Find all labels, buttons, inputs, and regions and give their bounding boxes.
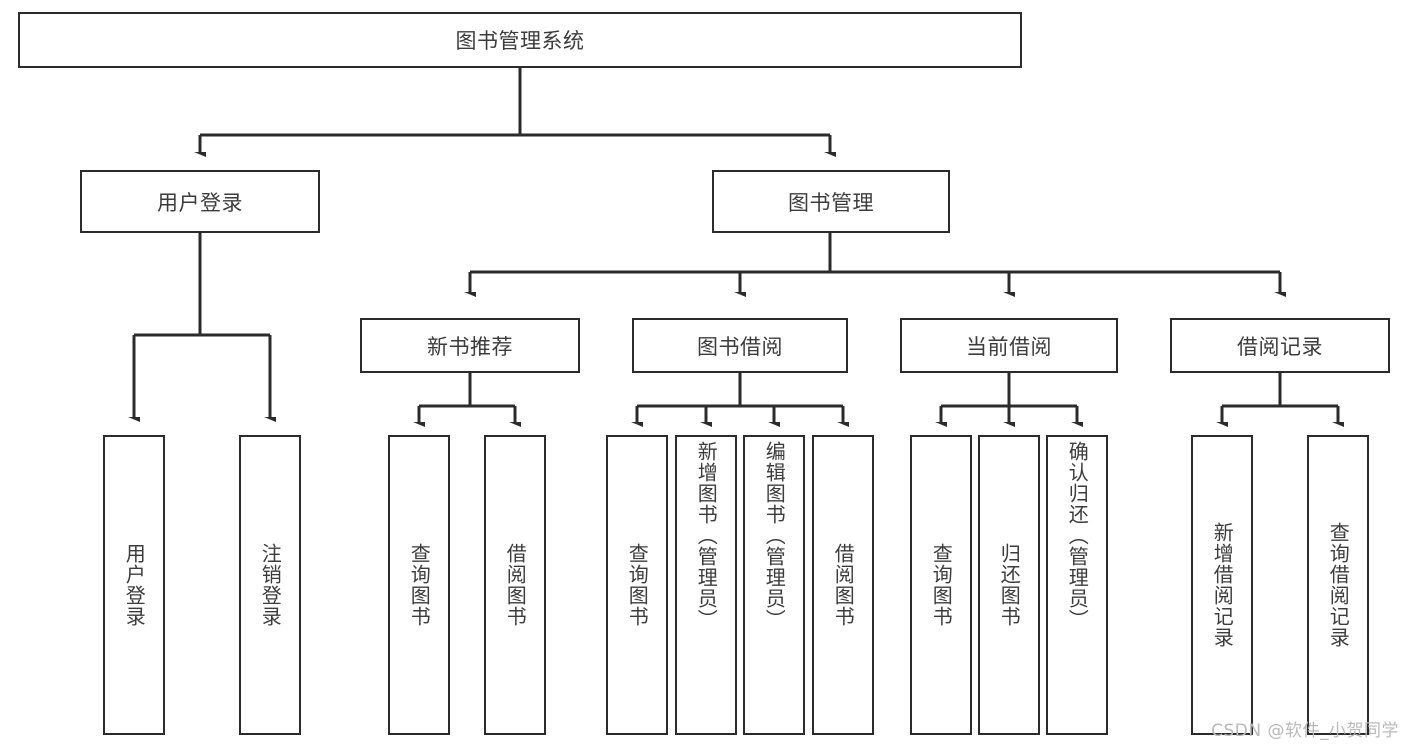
leaf-label-wrap: 借阅图书 <box>814 437 872 733</box>
leaf-label: 查询图书 <box>929 543 954 627</box>
leaf-label: 用户登录 <box>122 543 147 627</box>
leaf-user-login-logout[interactable]: 注销登录 <box>239 435 301 735</box>
leaf-record-query-borrow-record[interactable]: 查询借阅记录 <box>1307 435 1369 735</box>
leaf-borrow-borrow-book[interactable]: 借阅图书 <box>812 435 874 735</box>
leaf-label-wrap: 编辑图书（管理员） <box>745 437 803 733</box>
node-current-borrow[interactable]: 当前借阅 <box>900 318 1118 373</box>
leaf-label-wrap: 用户登录 <box>105 437 163 733</box>
leaf-current-query-book[interactable]: 查询图书 <box>910 435 972 735</box>
leaf-user-login-login[interactable]: 用户登录 <box>103 435 165 735</box>
csdn-watermark: CSDN @软件_小贺同学 <box>1211 721 1399 741</box>
leaf-label-wrap: 归还图书 <box>980 437 1038 733</box>
leaf-label: 查询图书 <box>407 543 432 627</box>
leaf-borrow-edit-book-admin[interactable]: 编辑图书（管理员） <box>743 435 805 735</box>
node-label: 用户登录 <box>157 190 243 215</box>
leaf-label-wrap: 确认归还（管理员） <box>1048 437 1106 733</box>
node-root-book-management-system[interactable]: 图书管理系统 <box>18 12 1022 68</box>
node-label: 图书管理系统 <box>455 29 585 53</box>
node-label: 新书推荐 <box>427 334 513 359</box>
node-label: 图书管理 <box>788 190 874 215</box>
node-label: 当前借阅 <box>966 334 1052 359</box>
node-user-login[interactable]: 用户登录 <box>80 170 320 233</box>
leaf-label-wrap: 查询图书 <box>608 437 666 733</box>
leaf-label: 编辑图书（管理员） <box>762 441 787 630</box>
leaf-label-wrap: 查询借阅记录 <box>1309 437 1367 733</box>
leaf-label: 注销登录 <box>258 543 283 627</box>
leaf-label-wrap: 查询图书 <box>912 437 970 733</box>
node-borrow-record[interactable]: 借阅记录 <box>1170 318 1390 373</box>
leaf-current-confirm-return-admin[interactable]: 确认归还（管理员） <box>1046 435 1108 735</box>
leaf-current-return-book[interactable]: 归还图书 <box>978 435 1040 735</box>
leaf-label-wrap: 借阅图书 <box>486 437 544 733</box>
node-new-book-recommend[interactable]: 新书推荐 <box>360 318 580 373</box>
leaf-label: 借阅图书 <box>503 543 528 627</box>
leaf-label: 查询图书 <box>625 543 650 627</box>
leaf-label-wrap: 新增图书（管理员） <box>677 437 735 733</box>
leaf-label: 新增借阅记录 <box>1210 522 1235 648</box>
node-label: 图书借阅 <box>697 334 783 359</box>
leaf-label: 查询借阅记录 <box>1326 522 1351 648</box>
leaf-borrow-query-book[interactable]: 查询图书 <box>606 435 668 735</box>
leaf-new-book-query[interactable]: 查询图书 <box>388 435 450 735</box>
leaf-new-book-borrow[interactable]: 借阅图书 <box>484 435 546 735</box>
leaf-label-wrap: 查询图书 <box>390 437 448 733</box>
leaf-label-wrap: 注销登录 <box>241 437 299 733</box>
node-book-borrow[interactable]: 图书借阅 <box>632 318 848 373</box>
node-label: 借阅记录 <box>1237 334 1323 359</box>
leaf-borrow-add-book-admin[interactable]: 新增图书（管理员） <box>675 435 737 735</box>
leaf-record-add-borrow-record[interactable]: 新增借阅记录 <box>1191 435 1253 735</box>
leaf-label: 借阅图书 <box>831 543 856 627</box>
leaf-label: 新增图书（管理员） <box>694 441 719 630</box>
node-book-management[interactable]: 图书管理 <box>712 170 950 233</box>
leaf-label: 归还图书 <box>997 543 1022 627</box>
leaf-label-wrap: 新增借阅记录 <box>1193 437 1251 733</box>
leaf-label: 确认归还（管理员） <box>1065 441 1090 630</box>
